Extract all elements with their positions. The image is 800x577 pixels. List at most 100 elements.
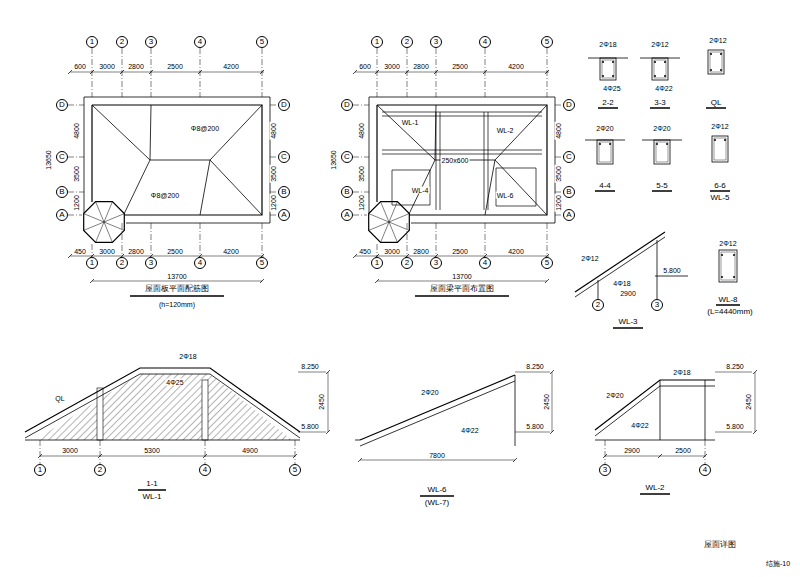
drawing-label: (WL-7) — [424, 499, 450, 507]
drawing-label: 3500 — [358, 165, 365, 183]
axis-bubble: 3 — [430, 257, 442, 269]
axis-bubble: D — [341, 99, 353, 111]
drawing-label: 4-4 — [598, 182, 612, 190]
axis-number: 5 — [545, 38, 549, 46]
axis-number: D — [344, 101, 350, 109]
drawing-label: 4200 — [222, 63, 240, 70]
drawing-label: 屋面详图 — [703, 541, 737, 549]
drawing-label: 250x600 — [441, 157, 470, 164]
axis-number: 5 — [545, 259, 549, 267]
drawing-label: WL-4 — [411, 187, 430, 194]
drawing-label: 5.800 — [725, 423, 745, 430]
axis-number: 3 — [655, 301, 659, 309]
drawing-label: 2450 — [745, 393, 752, 411]
drawing-label: 2800 — [412, 248, 430, 255]
drawing-label: 2Φ20 — [420, 389, 439, 396]
drawing-label: 4200 — [222, 248, 240, 255]
axis-bubble: 2 — [401, 257, 413, 269]
axis-bubble: 3 — [145, 36, 157, 48]
axis-bubble: 5 — [256, 257, 268, 269]
drawing-label: 4Φ22 — [630, 422, 649, 429]
drawing-label: 2450 — [318, 393, 325, 411]
axis-number: 3 — [434, 259, 438, 267]
drawing-label: 4Φ18 — [612, 280, 631, 287]
drawing-label: (h=120mm) — [158, 301, 196, 308]
axis-number: A — [59, 211, 64, 219]
axis-bubble: 5 — [289, 464, 301, 476]
drawing-label: 2500 — [166, 248, 184, 255]
drawing-label: WL-2 — [644, 484, 665, 492]
axis-bubble: A — [278, 209, 290, 221]
axis-bubble: 4 — [699, 464, 711, 476]
plan-views — [68, 48, 563, 296]
drawing-label: 2Φ18 — [672, 369, 691, 376]
drawing-label: 2800 — [127, 248, 145, 255]
axis-bubble: 2 — [94, 464, 106, 476]
drawing-label: Φ8@200 — [150, 192, 180, 199]
axis-number: C — [344, 153, 350, 161]
drawing-label: 3500 — [270, 165, 277, 183]
axis-bubble: 5 — [541, 257, 553, 269]
wl2-beam — [595, 370, 757, 464]
drawing-label: 13650 — [330, 149, 337, 170]
drawing-label: 2900 — [623, 447, 641, 454]
axis-number: 3 — [149, 38, 153, 46]
axis-bubble: D — [56, 99, 68, 111]
axis-bubble: 3 — [651, 299, 663, 311]
drawing-label: 2Φ12 — [650, 41, 669, 48]
drawing-label: 4800 — [270, 122, 277, 140]
drawing-label: 3500 — [73, 165, 80, 183]
axis-number: 1 — [38, 466, 42, 474]
axis-number: 4 — [483, 259, 487, 267]
axis-bubble: 2 — [401, 36, 413, 48]
drawing-label: 600 — [358, 63, 372, 70]
axis-number: D — [281, 101, 287, 109]
drawing-label: WL-3 — [617, 318, 638, 326]
drawing-label: 2500 — [166, 63, 184, 70]
drawing-label: 3000 — [383, 248, 401, 255]
axis-bubble: C — [563, 151, 575, 163]
axis-bubble: 2 — [592, 299, 604, 311]
axis-number: C — [281, 153, 287, 161]
drawing-label: 屋面板平面配筋图 — [144, 285, 210, 293]
drawing-label: (L=4440mm) — [706, 308, 754, 316]
axis-number: 3 — [149, 259, 153, 267]
drawing-label: 1200 — [270, 194, 277, 212]
drawing-label: WL-2 — [496, 127, 515, 134]
drawing-label: 2Φ12 — [708, 37, 727, 44]
drawing-label: 2500 — [674, 447, 692, 454]
axis-bubble: 4 — [194, 257, 206, 269]
axis-number: 2 — [120, 38, 124, 46]
drawing-label: 7800 — [428, 452, 446, 459]
axis-number: B — [344, 188, 349, 196]
drawing-label: 13700 — [166, 273, 187, 280]
axis-bubble: 1 — [34, 464, 46, 476]
axis-bubble: B — [56, 186, 68, 198]
axis-number: D — [59, 101, 65, 109]
drawing-label: 4200 — [507, 248, 525, 255]
drawing-label: 450 — [73, 248, 87, 255]
drawing-label: QL — [710, 99, 723, 107]
axis-bubble: D — [278, 99, 290, 111]
axis-number: B — [59, 188, 64, 196]
axis-bubble: B — [278, 186, 290, 198]
drawing-label: 2Φ12 — [718, 240, 737, 247]
axis-number: A — [566, 211, 571, 219]
drawing-label: 4900 — [241, 447, 259, 454]
axis-number: C — [566, 153, 572, 161]
drawing-label: 1-1 — [145, 480, 159, 488]
axis-number: 4 — [703, 466, 707, 474]
drawing-label: 4200 — [507, 63, 525, 70]
axis-bubble: 5 — [541, 36, 553, 48]
axis-bubble: 4 — [194, 36, 206, 48]
axis-number: 5 — [293, 466, 297, 474]
drawing-label: 4Φ22 — [654, 85, 673, 92]
drawing-label: 5-5 — [655, 182, 669, 190]
rebar-dots — [599, 53, 735, 278]
drawing-label: 2-2 — [601, 99, 615, 107]
axis-number: 5 — [260, 38, 264, 46]
drawing-label: 2500 — [451, 63, 469, 70]
axis-bubble: 2 — [116, 257, 128, 269]
axis-number: D — [566, 101, 572, 109]
